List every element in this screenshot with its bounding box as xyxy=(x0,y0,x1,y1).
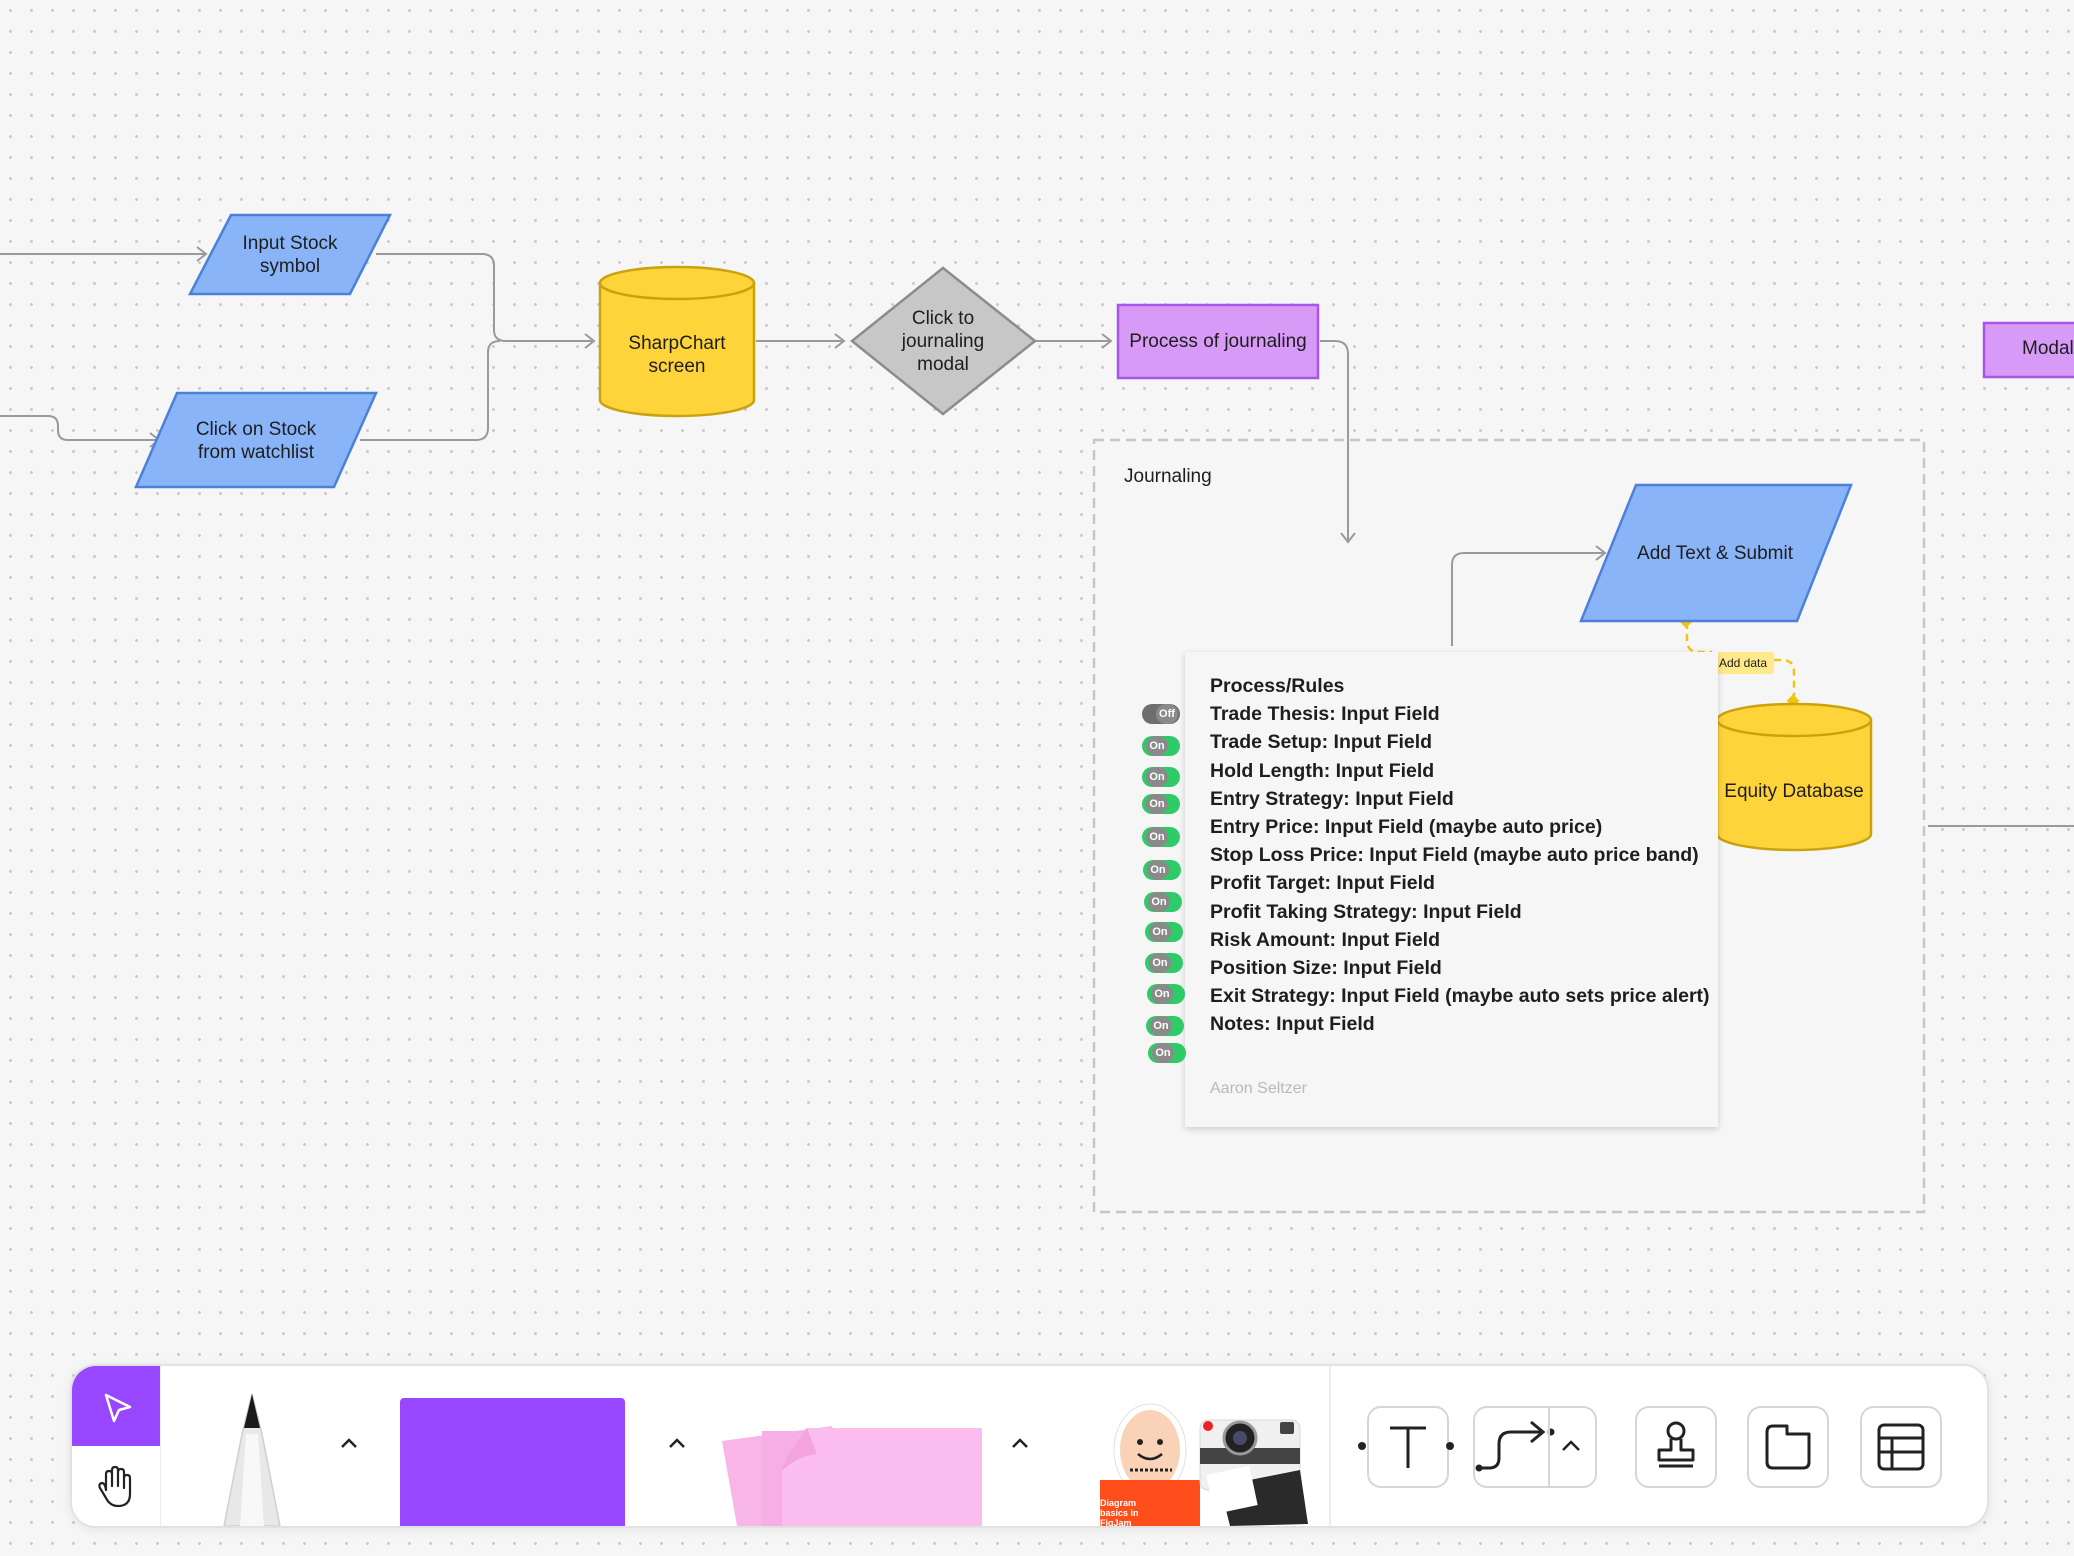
rule-item: Entry Strategy: Input Field xyxy=(1210,787,1454,810)
journaling-section-label[interactable]: Journaling xyxy=(1124,466,1212,487)
arrow-head xyxy=(1340,532,1356,544)
toggle-label: On xyxy=(1146,794,1168,814)
rule-toggle[interactable]: On xyxy=(1147,984,1185,1004)
chevron-up-icon[interactable] xyxy=(334,1428,364,1458)
arrow-head xyxy=(834,333,846,349)
rule-toggle[interactable]: On xyxy=(1148,1043,1186,1063)
toggle-label: On xyxy=(1146,827,1168,847)
rule-toggle[interactable]: Off xyxy=(1142,704,1180,724)
rule-toggle[interactable]: On xyxy=(1145,953,1183,973)
pen-tool-button[interactable] xyxy=(202,1394,302,1526)
equity-database-node[interactable] xyxy=(1715,702,1873,852)
toggle-label: On xyxy=(1149,953,1171,973)
rule-item: Trade Thesis: Input Field xyxy=(1210,703,1440,726)
toggle-label: On xyxy=(1152,1043,1174,1063)
hand-icon xyxy=(98,1465,132,1508)
section-tool-button[interactable] xyxy=(1747,1406,1829,1488)
sticky-author: Aaron Seltzer xyxy=(1210,1080,1307,1097)
toggle-label: On xyxy=(1150,1016,1172,1036)
input-stock-symbol-node[interactable] xyxy=(187,213,393,296)
modal-node[interactable] xyxy=(1982,321,2074,379)
stickers-tool-button[interactable] xyxy=(1090,1400,1360,1526)
text-icon xyxy=(1390,1426,1426,1468)
connector-tool-button[interactable] xyxy=(1473,1406,1597,1488)
process-of-journaling-node[interactable] xyxy=(1116,303,1320,380)
text-tool-button[interactable] xyxy=(1367,1406,1449,1488)
connector-line[interactable] xyxy=(1320,340,1349,540)
stamp-icon xyxy=(1657,1421,1695,1468)
process-rules-sticky[interactable] xyxy=(1185,652,1718,1127)
select-tool-button[interactable] xyxy=(72,1366,160,1446)
toolbar-divider xyxy=(1329,1366,1331,1526)
rule-toggle[interactable]: On xyxy=(1142,794,1180,814)
rule-item: Entry Price: Input Field (maybe auto pri… xyxy=(1210,815,1603,838)
rule-item: Position Size: Input Field xyxy=(1210,956,1442,979)
add-data-label[interactable]: Add data xyxy=(1712,652,1774,674)
sharpchart-screen-node[interactable] xyxy=(598,265,756,418)
rule-toggle[interactable]: On xyxy=(1142,827,1180,847)
rule-item: Hold Length: Input Field xyxy=(1210,759,1435,782)
rule-toggle[interactable]: On xyxy=(1146,1016,1184,1036)
rule-toggle[interactable]: On xyxy=(1142,736,1180,756)
rule-item: Risk Amount: Input Field xyxy=(1210,928,1441,951)
add-text-submit-node[interactable] xyxy=(1579,483,1853,623)
shape-tool-button[interactable] xyxy=(400,1398,625,1526)
rule-toggle[interactable]: On xyxy=(1144,892,1182,912)
sticky-note-tool-button[interactable] xyxy=(692,1396,992,1526)
arrow-head xyxy=(196,246,208,262)
rule-item: Notes: Input Field xyxy=(1210,1013,1375,1036)
rule-item: Trade Setup: Input Field xyxy=(1210,731,1433,754)
connector-line[interactable] xyxy=(0,415,158,441)
dashed-connector[interactable] xyxy=(1685,622,1796,700)
arrow-head xyxy=(584,333,596,349)
sticker-caption: Diagram basics in FigJam xyxy=(1100,1498,1139,1528)
section-icon xyxy=(1765,1424,1811,1470)
toggle-label: On xyxy=(1147,860,1169,880)
connector-line[interactable] xyxy=(1451,552,1604,646)
toggle-label: Off xyxy=(1156,704,1178,724)
rule-toggle[interactable]: On xyxy=(1145,922,1183,942)
table-tool-button[interactable] xyxy=(1860,1406,1942,1488)
stamp-tool-button[interactable] xyxy=(1635,1406,1717,1488)
rules-heading: Process/Rules xyxy=(1210,675,1345,697)
rule-item: Profit Taking Strategy: Input Field xyxy=(1210,900,1522,923)
toggle-label: On xyxy=(1151,984,1173,1004)
arrow-head xyxy=(1101,333,1113,349)
hand-tool-button[interactable] xyxy=(72,1446,160,1526)
click-to-journaling-node[interactable] xyxy=(850,266,1038,416)
connector-line[interactable] xyxy=(376,253,592,342)
toggle-label: On xyxy=(1148,892,1170,912)
table-icon xyxy=(1877,1423,1925,1471)
connector-line[interactable] xyxy=(360,340,501,441)
chevron-up-icon[interactable] xyxy=(662,1428,692,1458)
rule-item: Exit Strategy: Input Field (maybe auto s… xyxy=(1210,985,1710,1008)
bottom-toolbar: Diagram basics in FigJam xyxy=(70,1364,1989,1528)
rule-toggle[interactable]: On xyxy=(1143,860,1181,880)
rule-item: Stop Loss Price: Input Field (maybe auto… xyxy=(1210,844,1699,867)
toolbar-divider xyxy=(160,1366,161,1526)
click-on-stock-node[interactable] xyxy=(134,391,378,489)
arrow-head xyxy=(1595,545,1607,561)
chevron-up-icon[interactable] xyxy=(1005,1428,1035,1458)
toggle-label: On xyxy=(1146,736,1168,756)
toggle-label: On xyxy=(1146,767,1168,787)
rule-item: Profit Target: Input Field xyxy=(1210,872,1435,895)
modal-label: Modal xyxy=(2022,338,2074,359)
toggle-label: On xyxy=(1149,922,1171,942)
rule-toggle[interactable]: On xyxy=(1142,767,1180,787)
cursor-icon xyxy=(104,1393,132,1423)
connector-handle-icon xyxy=(1358,1442,1454,1450)
connector-icon xyxy=(1475,1408,1580,1486)
